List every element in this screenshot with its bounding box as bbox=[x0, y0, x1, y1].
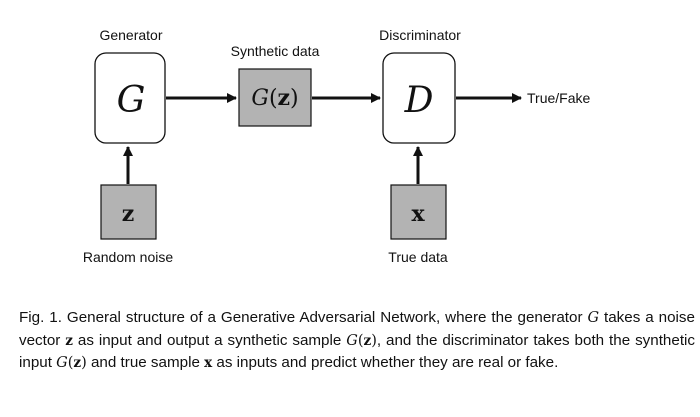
gan-diagram: Generator G Synthetic data G(z) Discrimi… bbox=[83, 27, 591, 265]
caption-math-noise: z bbox=[65, 332, 73, 349]
figure-caption: Fig. 1. General structure of a Generativ… bbox=[19, 307, 695, 375]
caption-math-paren: ( bbox=[357, 332, 364, 349]
caption-math-z: z bbox=[363, 332, 372, 349]
caption-prefix: Fig. 1. bbox=[19, 309, 62, 326]
generator-symbol: G bbox=[117, 80, 146, 121]
caption-text: as input and output a synthetic sample bbox=[72, 331, 347, 349]
caption-math-g-fn: G bbox=[56, 355, 68, 371]
synthetic-data-label: Synthetic data bbox=[231, 43, 320, 59]
caption-math-x: x bbox=[204, 355, 213, 371]
caption-text: and true sample bbox=[86, 354, 205, 371]
true-data-label: True data bbox=[388, 249, 448, 265]
output-label: True/Fake bbox=[527, 90, 590, 106]
discriminator-symbol: D bbox=[404, 80, 434, 121]
generator-box bbox=[94, 52, 166, 144]
caption-math-paren: ( bbox=[67, 355, 74, 371]
caption-math-z: z bbox=[73, 355, 82, 371]
true-data-symbol: x bbox=[411, 201, 425, 227]
discriminator-box bbox=[382, 52, 456, 144]
noise-symbol: z bbox=[122, 201, 135, 227]
discriminator-label: Discriminator bbox=[379, 27, 461, 43]
generator-label: Generator bbox=[99, 27, 162, 43]
noise-box bbox=[100, 184, 157, 240]
noise-label: Random noise bbox=[83, 249, 173, 265]
synthetic-data-symbol: G(z) bbox=[251, 85, 298, 111]
caption-text: as inputs and predict whether they are r… bbox=[212, 354, 559, 371]
caption-text: takes a noise vector bbox=[19, 309, 695, 349]
caption-math-paren: ) bbox=[371, 332, 377, 349]
caption-math-paren: ) bbox=[81, 355, 87, 371]
caption-text: General structure of a Generative Advers… bbox=[61, 309, 588, 326]
true-data-box bbox=[390, 184, 447, 240]
synthetic-data-box bbox=[238, 68, 312, 127]
caption-math-generator: G bbox=[587, 310, 600, 326]
caption-math-g-fn: G bbox=[346, 332, 358, 349]
caption-text: , and the discriminator takes both the s… bbox=[19, 331, 696, 372]
